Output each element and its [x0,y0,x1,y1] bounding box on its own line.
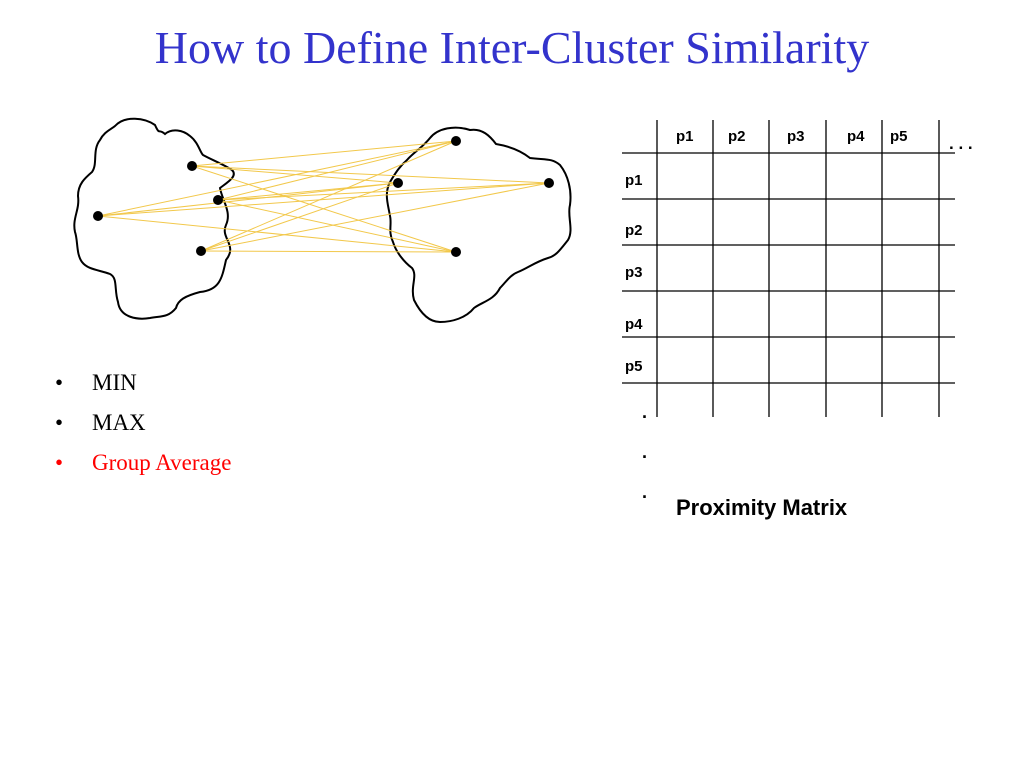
matrix-column-header-p3: p3 [787,128,805,145]
matrix-row-header-p5: p5 [625,358,643,375]
matrix-row-header-p1: p1 [625,172,643,189]
matrix-row-continuation-3: . [642,482,648,502]
proximity-matrix-title: Proximity Matrix [676,495,848,520]
bullet-label: MIN [92,370,137,395]
bullet-label: MAX [92,410,146,435]
cluster-points [93,136,554,257]
bullet-min: • MIN [55,368,231,408]
bullet-max: • MAX [55,408,231,448]
group-average-edges [97,140,550,253]
bullet-marker: • [55,450,64,475]
left-cluster-outline [73,117,235,320]
slide-title: How to Define Inter-Cluster Similarity [154,22,870,73]
matrix-row-header-p3: p3 [625,264,643,281]
matrix-column-continuation: . . . [949,134,973,153]
proximity-matrix-grid [622,120,955,417]
matrix-column-header-p4: p4 [847,128,865,145]
bullet-marker: • [55,410,64,435]
point-b1 [451,136,461,146]
matrix-row-continuation-2: . [642,442,648,462]
matrix-column-header-p5: p5 [890,128,908,145]
point-a3 [213,195,223,205]
bullet-label: Group Average [92,450,232,475]
similarity-method-list: • MIN • MAX • Group Average [55,368,231,488]
right-cluster-outline [385,126,572,324]
point-a4 [196,246,206,256]
point-b3 [544,178,554,188]
matrix-column-header-p2: p2 [728,128,746,145]
point-a2 [93,211,103,221]
matrix-row-header-p2: p2 [625,222,643,239]
matrix-row-continuation-1: . [642,402,648,422]
matrix-row-header-p4: p4 [625,316,643,333]
point-b2 [393,178,403,188]
matrix-column-header-p1: p1 [676,128,694,145]
point-b4 [451,247,461,257]
bullet-marker: • [55,370,64,395]
point-a1 [187,161,197,171]
bullet-group-average: • Group Average [55,448,231,488]
